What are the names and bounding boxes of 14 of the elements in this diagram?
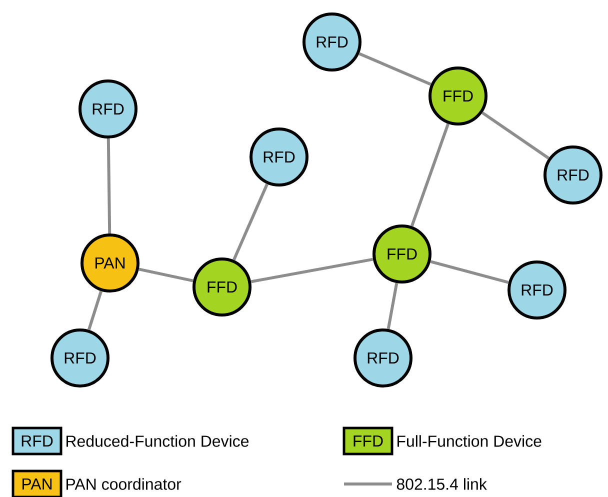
link-line xyxy=(358,52,432,86)
legend-text: 802.15.4 link xyxy=(396,478,487,490)
link-line xyxy=(250,258,374,284)
link-line xyxy=(410,123,450,227)
legend-text: Full-Function Device xyxy=(398,435,542,447)
legend-text: Reduced-Function Device xyxy=(66,435,249,447)
link-line xyxy=(138,268,194,282)
link-line xyxy=(481,111,550,160)
link-line xyxy=(386,282,398,330)
legend-text: PAN coordinator xyxy=(66,478,182,490)
link-line xyxy=(87,290,103,330)
link-line xyxy=(232,183,269,261)
link-line xyxy=(430,260,509,284)
link-line xyxy=(106,138,112,234)
